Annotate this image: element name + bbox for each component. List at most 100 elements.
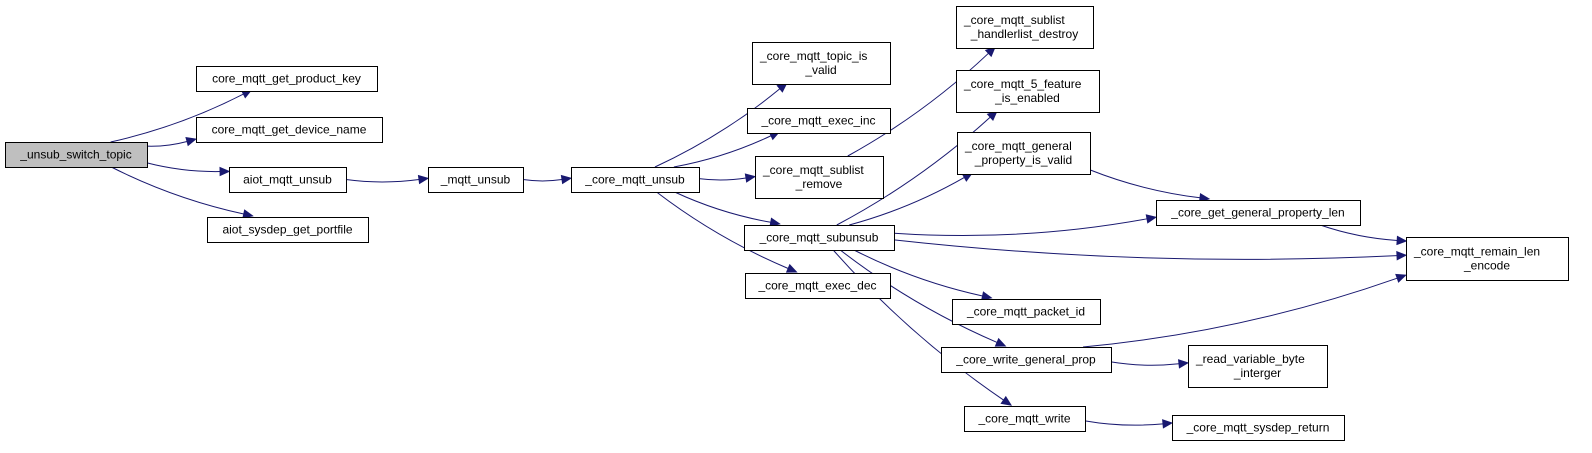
edge-unsub_switch_topic-to-aiot_mqtt_unsub [146, 162, 231, 177]
node-exec_inc[interactable]: _core_mqtt_exec_inc [747, 108, 891, 134]
node-label-line: _interger [1233, 366, 1281, 380]
node-box [752, 42, 891, 85]
arrowhead-icon [785, 263, 798, 273]
edge-line [654, 88, 781, 168]
node-label-line: _remove [795, 177, 843, 191]
node-box [744, 225, 895, 251]
node-aiot_mqtt_unsub[interactable]: aiot_mqtt_unsub [229, 167, 347, 193]
node-exec_dec[interactable]: _core_mqtt_exec_dec [745, 273, 891, 299]
edge-line [893, 218, 1148, 237]
edge-line [1084, 420, 1164, 426]
edge-line [1320, 224, 1398, 241]
node-label-line: _core_mqtt_general [964, 139, 1072, 153]
node-label-line: _core_mqtt_exec_inc [760, 114, 875, 128]
edge-line [146, 140, 188, 147]
node-box [755, 156, 884, 199]
node-label-line: _core_mqtt_sublist [762, 163, 864, 177]
node-label-line: aiot_mqtt_unsub [243, 173, 332, 187]
edge-line [698, 177, 747, 181]
node-label-line: _is_enabled [994, 91, 1060, 105]
arrowhead-icon [560, 174, 573, 185]
node-label-line: _core_mqtt_exec_dec [757, 279, 876, 293]
arrowhead-icon [744, 173, 757, 183]
node-label-line: _read_variable_byte [1195, 352, 1305, 366]
node-remain_len_encode[interactable]: _core_mqtt_remain_len_encode [1406, 237, 1569, 281]
arrowhead-icon [1396, 250, 1408, 261]
edge-line [893, 239, 1398, 260]
edge-line [832, 249, 1004, 401]
node-packet_id[interactable]: _core_mqtt_packet_id [952, 299, 1101, 325]
node-label-line: _core_mqtt_5_feature [963, 77, 1082, 91]
node-box [964, 406, 1086, 432]
node-label-line: _core_mqtt_topic_is [759, 49, 867, 63]
node-label-line: _core_mqtt_sysdep_return [1186, 421, 1330, 435]
node-label-line: aiot_sysdep_get_portfile [222, 223, 352, 237]
node-box [956, 70, 1100, 113]
node-box [1156, 200, 1361, 226]
arrowhead-icon [1000, 395, 1013, 406]
edge-subunsub-to-packet_id [853, 249, 993, 301]
node-box [1406, 237, 1569, 281]
edge-subunsub-to-mqtt_write [832, 249, 1013, 406]
arrowhead-icon [981, 291, 993, 301]
node-box [952, 299, 1101, 325]
arrowhead-icon [219, 166, 231, 177]
node-sysdep_get_portfile[interactable]: aiot_sysdep_get_portfile [207, 217, 369, 243]
edge-line [839, 249, 998, 343]
node-box [229, 167, 347, 193]
node-label-line: _valid [804, 63, 836, 77]
edge-line [1110, 361, 1180, 366]
node-sysdep_return[interactable]: _core_mqtt_sysdep_return [1172, 415, 1345, 441]
node-layer: _unsub_switch_topic core_mqtt_get_product… [5, 6, 1569, 441]
arrowhead-icon [1395, 273, 1407, 283]
node-get_general_property_len[interactable]: _core_get_general_property_len [1156, 200, 1361, 226]
node-box [207, 217, 369, 243]
edge-line [674, 191, 771, 223]
node-sublist_remove[interactable]: _core_mqtt_sublist_remove [755, 156, 884, 199]
edge-get_general_property_len-to-remain_len_encode [1320, 224, 1408, 246]
edge-line [849, 177, 965, 226]
edge-line [1083, 277, 1398, 348]
node-label-line: _core_mqtt_sublist [963, 13, 1065, 27]
node-box [5, 142, 148, 168]
arrowhead-icon [185, 136, 197, 147]
edge-line [673, 135, 772, 168]
edge-line [656, 191, 789, 269]
node-read_variable_byte[interactable]: _read_variable_byte_interger [1188, 345, 1328, 388]
node-feature_enabled[interactable]: _core_mqtt_5_feature_is_enabled [956, 70, 1100, 113]
node-box [196, 117, 383, 143]
node-subunsub[interactable]: _core_mqtt_subunsub [744, 225, 895, 251]
node-label-line: _core_get_general_property_len [1170, 206, 1344, 220]
node-handlerlist_destroy[interactable]: _core_mqtt_sublist_handlerlist_destroy [956, 6, 1094, 49]
node-write_general_prop[interactable]: _core_write_general_prop [941, 347, 1112, 373]
edge-line [345, 179, 420, 183]
node-mqtt_write[interactable]: _core_mqtt_write [964, 406, 1086, 432]
node-get_device_name[interactable]: core_mqtt_get_device_name [196, 117, 383, 143]
node-general_property_valid[interactable]: _core_mqtt_general_property_is_valid [957, 132, 1091, 175]
node-unsub_switch_topic[interactable]: _unsub_switch_topic [5, 142, 148, 168]
node-get_product_key[interactable]: core_mqtt_get_product_key [196, 66, 378, 92]
node-mqtt_unsub[interactable]: _mqtt_unsub [428, 167, 524, 193]
node-box [1172, 415, 1345, 441]
node-label-line: core_mqtt_get_device_name [212, 123, 367, 137]
edge-core_mqtt_unsub-to-sublist_remove [698, 173, 757, 183]
node-box [956, 6, 1094, 49]
edge-layer [110, 46, 1408, 429]
node-topic_is_valid[interactable]: _core_mqtt_topic_is_valid [752, 42, 891, 85]
edge-line [110, 93, 244, 143]
node-label-line: _core_mqtt_write [977, 412, 1070, 426]
edge-subunsub-to-write_general_prop [839, 249, 1007, 347]
edge-write_general_prop-to-read_variable_byte [1110, 359, 1190, 369]
edge-general_property_valid-to-get_general_property_len [1089, 169, 1211, 203]
edge-mqtt_unsub-to-core_mqtt_unsub [522, 174, 573, 185]
edge-mqtt_write-to-sysdep_return [1084, 419, 1174, 429]
edge-write_general_prop-to-remain_len_encode [1083, 273, 1407, 348]
node-core_mqtt_unsub[interactable]: _core_mqtt_unsub [571, 167, 700, 193]
edge-core_mqtt_unsub-to-exec_dec [656, 191, 798, 273]
node-box [745, 273, 891, 299]
arrowhead-icon [1177, 359, 1190, 369]
edge-line [853, 249, 983, 297]
node-box [941, 347, 1112, 373]
edge-aiot_mqtt_unsub-to-mqtt_unsub [345, 174, 430, 185]
